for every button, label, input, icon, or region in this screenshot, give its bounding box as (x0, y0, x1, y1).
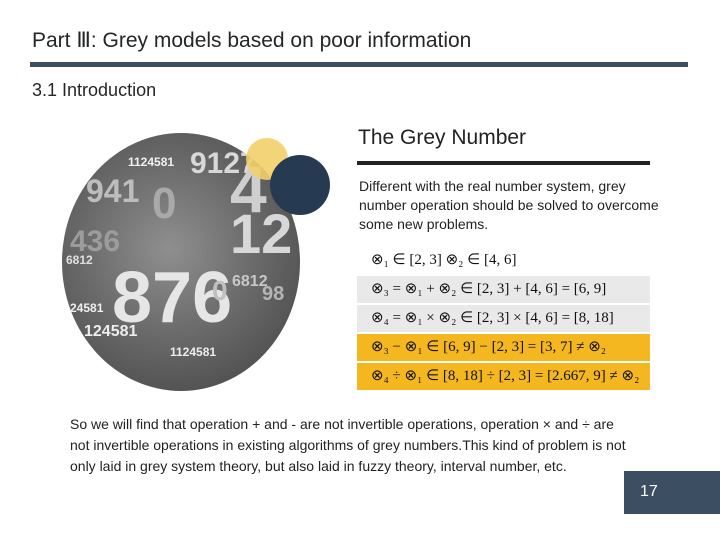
page-number-box (624, 471, 720, 514)
panel-heading: The Grey Number (358, 126, 527, 149)
digit-decoration: 436 (70, 225, 121, 258)
body-paragraph: So we will find that operation + and - a… (70, 416, 626, 474)
digit-decoration: 941 (86, 173, 140, 209)
panel-description: Different with the real number system, g… (359, 178, 659, 232)
operation-row: ⊗₁ ∈ [2, 3] ⊗₂ ∈ [4, 6] (357, 247, 650, 276)
digit-decoration: 876 (112, 258, 233, 338)
operation-row: ⊗₄ = ⊗₁ × ⊗₂ ∈ [2, 3] × [4, 6] = [8, 18] (357, 305, 650, 334)
digit-decoration: 24581 (70, 301, 104, 315)
panel-heading-underline (357, 161, 650, 165)
section-heading: 3.1 Introduction (32, 80, 157, 100)
title-underline (30, 62, 688, 67)
operations-table: ⊗₁ ∈ [2, 3] ⊗₂ ∈ [4, 6] ⊗₃ = ⊗₁ + ⊗₂ ∈ [… (357, 247, 650, 392)
digit-decoration: 1124581 (170, 345, 217, 359)
digit-decoration: 1124581 (128, 155, 175, 169)
digit-decoration: 98 (262, 283, 285, 305)
operation-row: ⊗₃ − ⊗₁ ∈ [6, 9] − [2, 3] = [3, 7] ≠ ⊗₂ (357, 334, 650, 363)
digit-decoration: 12 (230, 202, 293, 265)
digit-decoration: 0 (152, 179, 177, 228)
digit-decoration: 0 (212, 275, 228, 306)
digit-decoration: 6812 (66, 253, 93, 267)
digit-decoration: 124581 (84, 323, 138, 340)
digit-decoration: 6812 (232, 273, 268, 290)
operation-row: ⊗₃ = ⊗₁ + ⊗₂ ∈ [2, 3] + [4, 6] = [6, 9] (357, 276, 650, 305)
navy-dot-decoration (270, 155, 330, 215)
operation-row: ⊗₄ ÷ ⊗₁ ∈ [8, 18] ÷ [2, 3] = [2.667, 9] … (357, 363, 650, 392)
slide-title: Part Ⅲ: Grey models based on poor inform… (32, 29, 472, 52)
digit-decoration: 9127 (190, 147, 257, 180)
page-number: 17 (640, 483, 658, 500)
